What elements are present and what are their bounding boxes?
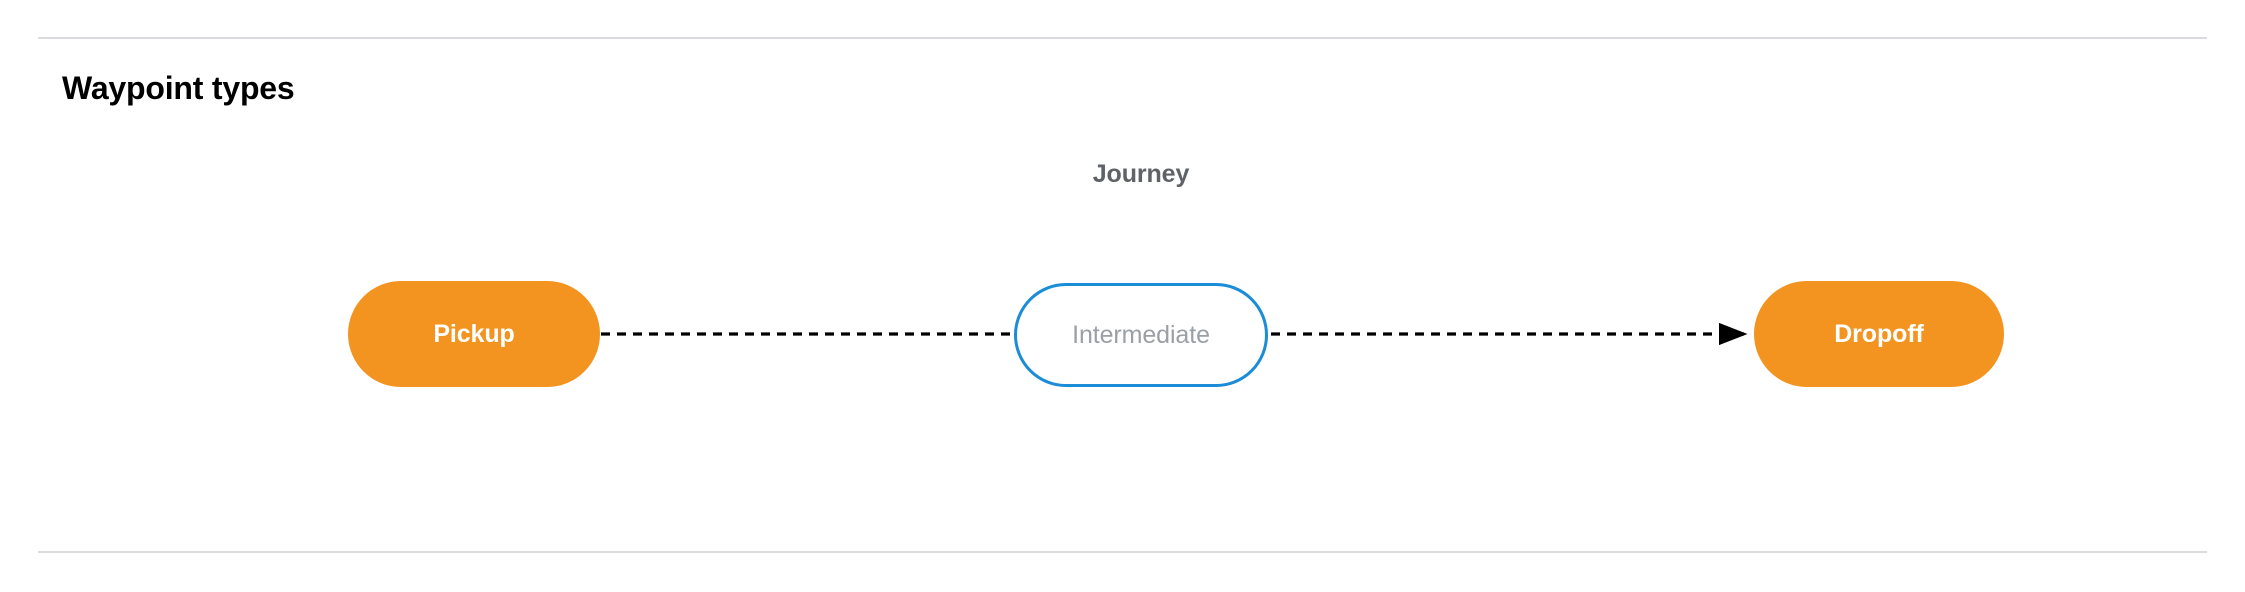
node-pickup-label: Pickup (433, 319, 515, 348)
section-divider-bottom (38, 551, 2207, 553)
page-title: Waypoint types (62, 70, 295, 106)
diagram-graph-label: Journey (1092, 160, 1190, 188)
node-intermediate[interactable]: Intermediate (1014, 283, 1268, 387)
node-dropoff-label: Dropoff (1834, 319, 1924, 348)
node-pickup[interactable]: Pickup (348, 281, 600, 387)
node-dropoff[interactable]: Dropoff (1754, 281, 2004, 387)
node-intermediate-label: Intermediate (1072, 320, 1210, 349)
section-divider-top (38, 37, 2207, 39)
